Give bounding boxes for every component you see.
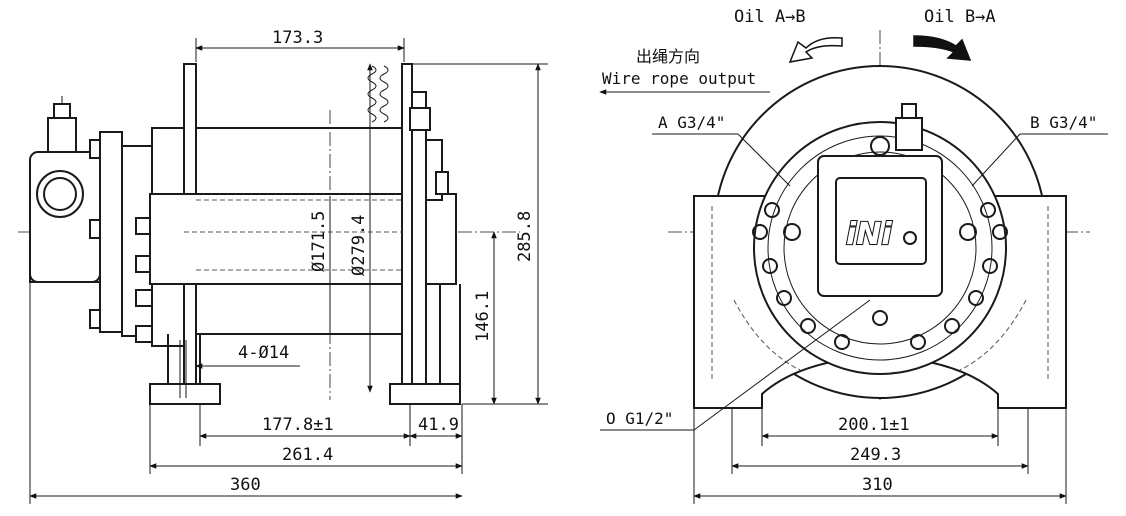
label-port-o: O G1/2": [606, 409, 673, 428]
label-port-a: A G3/4": [658, 113, 725, 132]
dim-top-width: 173.3: [272, 28, 323, 48]
dim-base-width-total: 310: [862, 475, 893, 495]
dim-mount-holes: 4-Ø14: [238, 343, 289, 363]
dim-height-axis: 146.1: [473, 291, 493, 342]
dim-flange-diameter: Ø279.4: [349, 215, 369, 276]
label-rope-output-cn: 出绳方向: [636, 47, 700, 66]
front-view: iNi: [668, 30, 1090, 409]
front-annotations: Oil A→B Oil B→A 出绳方向 Wire rope output A …: [599, 7, 1108, 431]
dim-base-length: 177.8±1: [262, 415, 334, 435]
dim-base-width-mid: 249.3: [850, 445, 901, 465]
dim-foot-width: 41.9: [418, 415, 459, 435]
bolt-circle: [752, 136, 1008, 350]
side-dimensions: 173.3 285.8 146.1 Ø171.5 Ø279.4 4-Ø14 17…: [29, 28, 548, 504]
dim-base-width-inner: 200.1±1: [838, 415, 910, 435]
label-oil-b-to-a: Oil B→A: [924, 7, 996, 27]
dim-length-total: 360: [230, 475, 261, 495]
label-port-b: B G3/4": [1030, 113, 1097, 132]
label-oil-a-to-b: Oil A→B: [734, 7, 806, 27]
dim-height-total: 285.8: [515, 211, 535, 262]
arrow-cw-icon: [913, 35, 972, 61]
front-dimensions: 200.1±1 249.3 310: [693, 408, 1067, 504]
brand-logo: iNi: [846, 217, 892, 252]
dim-length-mid: 261.4: [282, 445, 333, 465]
label-rope-output-en: Wire rope output: [602, 69, 756, 88]
dim-drum-diameter: Ø171.5: [309, 211, 329, 272]
arrow-ccw-icon: [788, 36, 843, 63]
